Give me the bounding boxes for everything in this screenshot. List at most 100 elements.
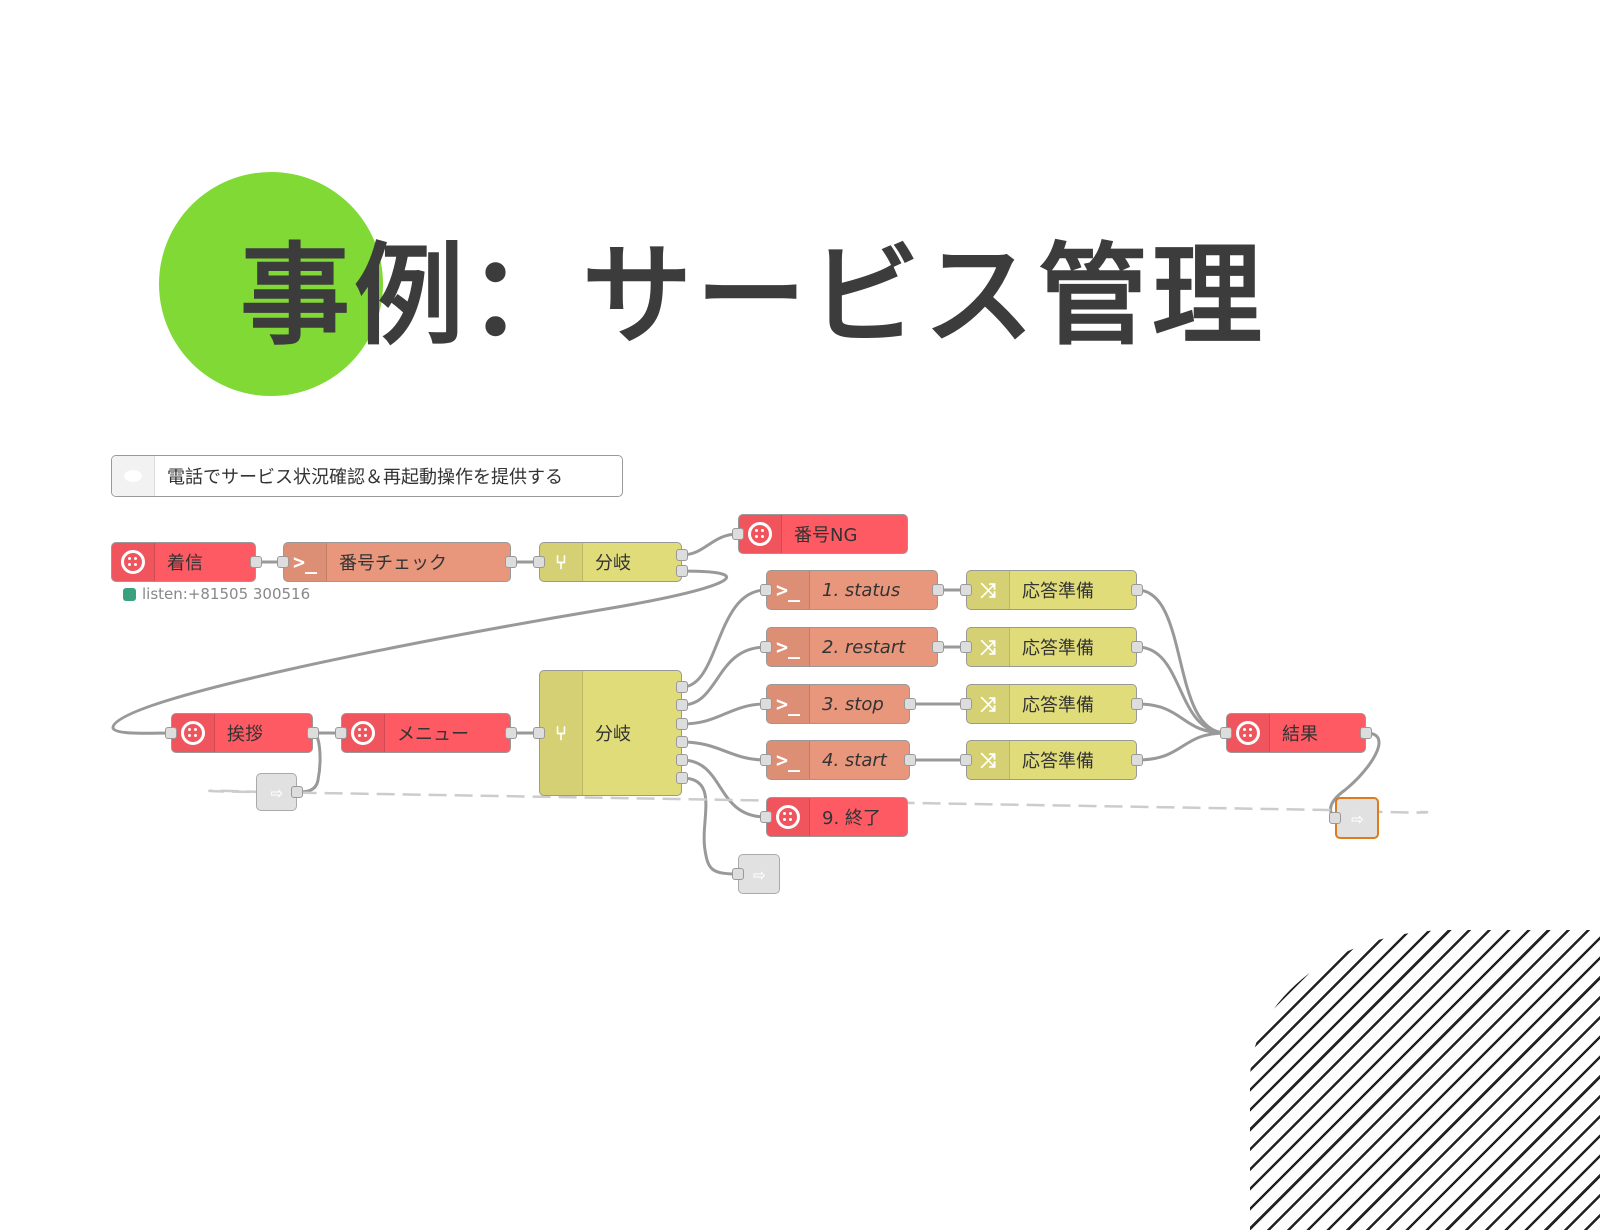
node-number-ng[interactable]: 番号NG: [738, 514, 908, 554]
output-port[interactable]: [676, 736, 688, 748]
output-port[interactable]: [1131, 641, 1143, 653]
node-label: 着信: [167, 553, 203, 574]
twilio-icon: [172, 714, 215, 752]
input-port[interactable]: [760, 754, 772, 766]
output-port[interactable]: [676, 754, 688, 766]
node-label: 1. status: [822, 579, 901, 601]
node-restart[interactable]: >_ 2. restart: [766, 627, 938, 667]
output-port[interactable]: [307, 727, 319, 739]
accent-circle: [159, 172, 383, 396]
node-greeting[interactable]: 挨拶: [171, 713, 313, 753]
shuffle-icon: ⤨: [967, 628, 1010, 666]
input-port[interactable]: [732, 868, 744, 880]
node-link-out-2[interactable]: ⇨: [738, 854, 780, 894]
page-title: 事例：サービス管理: [240, 232, 1266, 360]
input-port[interactable]: [335, 727, 347, 739]
output-port[interactable]: [676, 549, 688, 561]
input-port[interactable]: [277, 556, 289, 568]
terminal-icon: >_: [767, 628, 810, 666]
wire-branch-ng: [681, 532, 739, 557]
node-stop[interactable]: >_ 3. stop: [766, 684, 910, 724]
output-port[interactable]: [1131, 584, 1143, 596]
input-port[interactable]: [960, 754, 972, 766]
wire-b2-restart: [681, 645, 767, 707]
output-port[interactable]: [904, 698, 916, 710]
output-port[interactable]: [932, 584, 944, 596]
node-result[interactable]: 結果: [1226, 713, 1366, 753]
link-icon: ⇨: [1350, 806, 1364, 830]
link-icon: ⇨: [752, 862, 766, 886]
terminal-icon: >_: [767, 741, 810, 779]
input-port[interactable]: [760, 641, 772, 653]
output-port[interactable]: [676, 699, 688, 711]
output-port[interactable]: [291, 786, 303, 798]
input-port[interactable]: [960, 641, 972, 653]
node-label: 応答準備: [1022, 581, 1094, 602]
output-port[interactable]: [505, 727, 517, 739]
node-incoming[interactable]: 着信: [111, 542, 256, 582]
input-port[interactable]: [960, 698, 972, 710]
twilio-icon: [1227, 714, 1270, 752]
input-port[interactable]: [1220, 727, 1232, 739]
input-port[interactable]: [533, 556, 545, 568]
comment-icon: [112, 456, 155, 496]
node-prep-1[interactable]: ⤨ 応答準備: [966, 570, 1137, 610]
output-port[interactable]: [676, 772, 688, 784]
wire-prep4-result: [1136, 731, 1227, 762]
node-prep-3[interactable]: ⤨ 応答準備: [966, 684, 1137, 724]
node-link-out-1[interactable]: ⇨: [256, 773, 297, 811]
node-label: 分岐: [595, 553, 631, 574]
output-port[interactable]: [505, 556, 517, 568]
output-port[interactable]: [676, 718, 688, 730]
output-port[interactable]: [904, 754, 916, 766]
node-branch-2[interactable]: ⑂ 分岐: [539, 670, 682, 796]
node-label: 3. stop: [822, 693, 884, 715]
terminal-icon: >_: [284, 543, 327, 581]
input-port[interactable]: [533, 727, 545, 739]
node-label: 9. 終了: [822, 808, 881, 829]
shuffle-icon: ⤨: [967, 571, 1010, 609]
node-status[interactable]: >_ 1. status: [766, 570, 938, 610]
input-port[interactable]: [165, 727, 177, 739]
input-port[interactable]: [760, 811, 772, 823]
node-label: 応答準備: [1022, 638, 1094, 659]
node-start[interactable]: >_ 4. start: [766, 740, 910, 780]
output-port[interactable]: [676, 565, 688, 577]
output-port[interactable]: [676, 681, 688, 693]
wire-prep3-result: [1136, 702, 1227, 735]
node-number-check[interactable]: >_ 番号チェック: [283, 542, 511, 582]
wire-b2-link: [681, 776, 739, 876]
status-indicator: listen:+81505 300516: [123, 585, 310, 603]
node-label: 4. start: [822, 749, 887, 771]
status-label: listen:+81505 300516: [142, 585, 311, 603]
input-port[interactable]: [760, 698, 772, 710]
node-label: 応答準備: [1022, 695, 1094, 716]
input-port[interactable]: [732, 528, 744, 540]
node-label: 番号チェック: [339, 553, 447, 574]
switch-icon: ⑂: [540, 543, 583, 581]
comment-node[interactable]: 電話でサービス状況確認＆再起動操作を提供する: [111, 455, 623, 497]
node-label: メニュー: [397, 724, 469, 745]
node-menu[interactable]: メニュー: [341, 713, 511, 753]
node-end[interactable]: 9. 終了: [766, 797, 908, 837]
input-port[interactable]: [760, 584, 772, 596]
node-prep-2[interactable]: ⤨ 応答準備: [966, 627, 1137, 667]
output-port[interactable]: [1131, 698, 1143, 710]
wire-b2-end: [681, 758, 767, 819]
output-port[interactable]: [250, 556, 262, 568]
twilio-icon: [767, 798, 810, 836]
output-port[interactable]: [932, 641, 944, 653]
output-port[interactable]: [1131, 754, 1143, 766]
input-port[interactable]: [960, 584, 972, 596]
wire-prep1-result: [1136, 588, 1227, 735]
node-branch-1[interactable]: ⑂ 分岐: [539, 542, 682, 582]
output-port[interactable]: [1360, 727, 1372, 739]
input-port[interactable]: [1329, 812, 1341, 824]
node-label: 番号NG: [794, 525, 858, 546]
hatch-decoration: [1250, 930, 1600, 1230]
twilio-icon: [739, 515, 782, 553]
node-label: 結果: [1282, 724, 1318, 745]
status-dot: [123, 587, 136, 601]
node-prep-4[interactable]: ⤨ 応答準備: [966, 740, 1137, 780]
node-link-in-selected[interactable]: ⇨: [1335, 797, 1379, 839]
